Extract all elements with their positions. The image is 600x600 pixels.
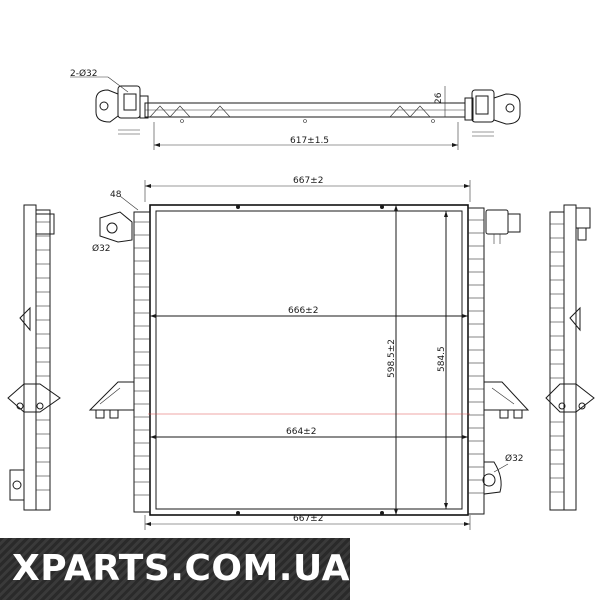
watermark-banner: XPARTS.COM.UA [0, 538, 350, 600]
right-tank [467, 207, 521, 515]
front-view: 667±2 [88, 176, 530, 530]
bracket-angle-label: 48 [110, 190, 122, 200]
core-width-bottom-dimension: 667±2 [293, 514, 323, 524]
upper-tank-dimension: 666±2 [288, 306, 318, 316]
watermark-text: XPARTS.COM.UA [12, 548, 350, 589]
left-side-view [7, 204, 61, 511]
height-inner-dimension: 598.5±2 [387, 339, 397, 378]
top-pipe-dimension: 2-Ø32 [70, 68, 98, 79]
top-height-dimension: 26 [434, 92, 444, 104]
right-side-view [545, 204, 595, 511]
side-pipe-label: Ø32 [505, 453, 524, 464]
left-pipe-label: Ø32 [92, 243, 111, 254]
left-tank [99, 195, 151, 513]
height-outer-dimension: 584.5 [437, 346, 447, 372]
top-width-dimension: 617±1.5 [290, 136, 329, 146]
lower-tank-dimension: 664±2 [286, 427, 316, 437]
top-view: 2-Ø32 26 617±1.5 [70, 68, 521, 150]
core-width-top-dimension: 667±2 [293, 176, 323, 186]
